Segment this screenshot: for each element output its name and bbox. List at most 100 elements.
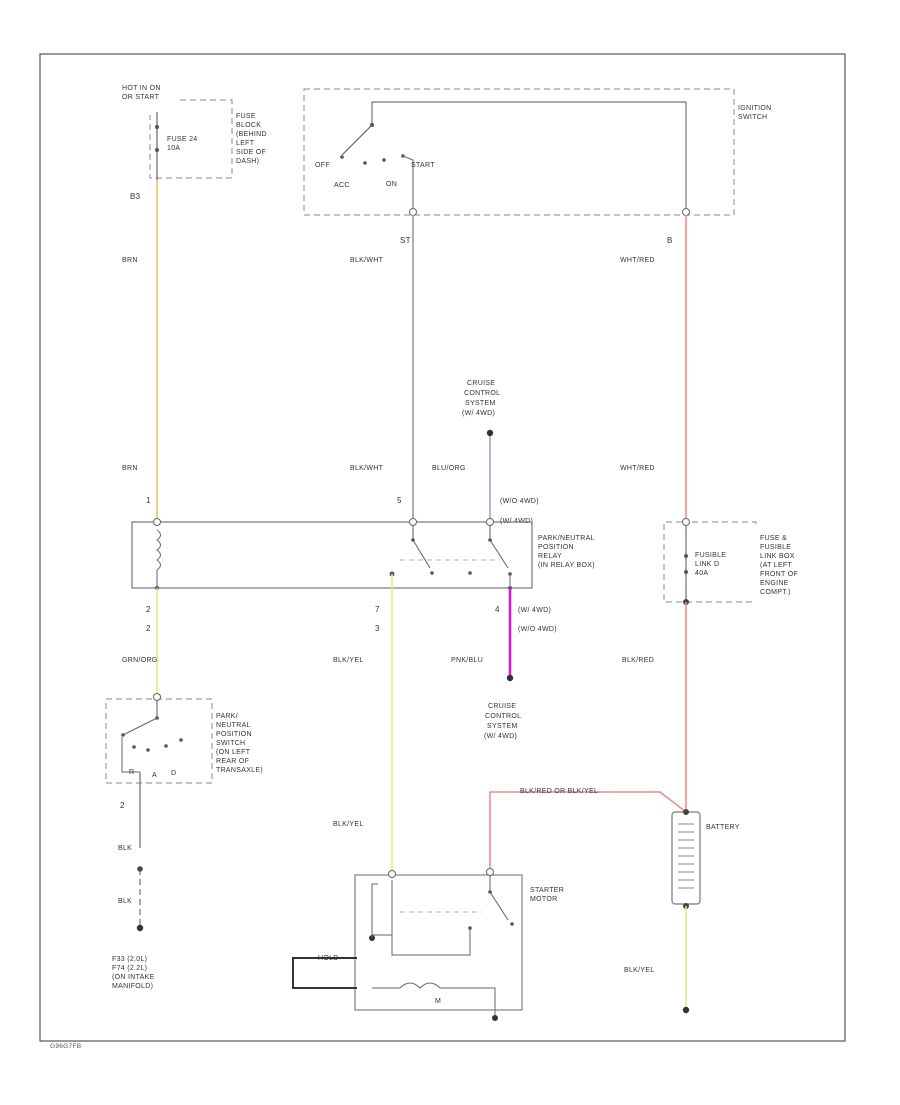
svg-text:PARK/NEUTRAL: PARK/NEUTRAL (538, 535, 595, 542)
wire-label-whtred-mid: WHT/RED (620, 465, 655, 472)
pin-2a: 2 (146, 605, 151, 614)
svg-text:FUSE: FUSE (236, 113, 256, 120)
svg-text:SIDE OF: SIDE OF (236, 149, 266, 156)
wire-label-whtred-top: WHT/RED (620, 257, 655, 264)
svg-text:START: START (411, 162, 435, 169)
svg-text:F74 (2.2L): F74 (2.2L) (112, 965, 147, 972)
wire-label-blkwht-top: BLK/WHT (350, 257, 384, 264)
pin-1: 1 (146, 496, 151, 505)
battery-ground-connector (682, 1006, 690, 1014)
hold-coil-label: HOLD (318, 955, 339, 962)
ground-connector (136, 924, 144, 932)
svg-text:D: D (171, 770, 176, 777)
relay-note-w4wd-b: (W/ 4WD) (518, 607, 551, 614)
pin-5: 5 (397, 496, 402, 505)
wire-label-blkwht-mid: BLK/WHT (350, 465, 384, 472)
figure-id: G96G7FB (50, 1043, 81, 1050)
svg-text:(BEHIND: (BEHIND (236, 131, 267, 138)
cruise-bottom-label: CRUISE CONTROL SYSTEM (W/ 4WD) (484, 703, 521, 740)
park-neutral-switch (105, 693, 213, 848)
svg-text:POSITION: POSITION (538, 544, 574, 551)
ground-label: F33 (2.0L) F74 (2.2L) (ON INTAKE MANIFOL… (112, 956, 155, 990)
svg-text:CRUISE: CRUISE (467, 380, 495, 387)
fusible-link-box (663, 518, 757, 605)
relay-note-wo4wd: (W/O 4WD) (500, 498, 539, 505)
svg-text:10A: 10A (167, 145, 180, 152)
svg-text:CRUISE: CRUISE (488, 703, 516, 710)
svg-text:ON: ON (386, 181, 397, 188)
svg-text:TRANSAXLE): TRANSAXLE) (216, 767, 263, 774)
wire-label-pnkblu: PNK/BLU (451, 657, 483, 664)
svg-text:FUSIBLE: FUSIBLE (695, 552, 726, 559)
wire-label-blkyel-2: BLK/YEL (333, 821, 364, 828)
svg-text:RELAY: RELAY (538, 553, 562, 560)
svg-text:HOT IN ON: HOT IN ON (122, 85, 161, 92)
wire-label-blkyel-3: BLK/YEL (624, 967, 655, 974)
svg-text:FUSE 24: FUSE 24 (167, 136, 198, 143)
cruise-top-label: CRUISE CONTROL SYSTEM (W/ 4WD) (462, 380, 500, 417)
svg-text:(ON LEFT: (ON LEFT (216, 749, 251, 756)
diagram-frame (39, 53, 846, 1042)
svg-text:REAR OF: REAR OF (216, 758, 249, 765)
pin-b3: B3 (130, 192, 141, 201)
svg-text:SWITCH: SWITCH (738, 114, 767, 121)
svg-text:(IN RELAY BOX): (IN RELAY BOX) (538, 562, 595, 569)
svg-text:OFF: OFF (315, 162, 330, 169)
pn-switch-label: PARK/ NEUTRAL POSITION SWITCH (ON LEFT R… (216, 713, 263, 774)
fuse-block-label: FUSE BLOCK (BEHIND LEFT SIDE OF DASH) (236, 113, 267, 165)
starter-motor-label: STARTER MOTOR (530, 887, 564, 903)
pin-b: B (667, 236, 673, 245)
svg-text:(ON INTAKE: (ON INTAKE (112, 974, 155, 981)
svg-text:(AT LEFT: (AT LEFT (760, 562, 793, 569)
wire-label-blk-2: BLK (118, 898, 132, 905)
svg-text:F33 (2.0L): F33 (2.0L) (112, 956, 147, 963)
svg-text:SWITCH: SWITCH (216, 740, 245, 747)
fusible-link-box-label: FUSE & FUSIBLE LINK BOX (AT LEFT FRONT O… (760, 535, 798, 596)
wire-label-grnorg: GRN/ORG (122, 657, 158, 664)
pin-st: ST (400, 236, 411, 245)
wire-label-blkred-or-blkyel: BLK/RED OR BLK/YEL (520, 788, 598, 795)
wire-label-brn-top: BRN (122, 257, 138, 264)
svg-text:A: A (152, 772, 157, 779)
fusible-link-label: FUSIBLE LINK D 40A (695, 552, 726, 577)
pin-4: 4 (495, 605, 500, 614)
svg-text:(W/ 4WD): (W/ 4WD) (462, 410, 495, 417)
cruise-top-connector (486, 429, 494, 437)
svg-text:FRONT OF: FRONT OF (760, 571, 798, 578)
svg-text:ENGINE: ENGINE (760, 580, 789, 587)
svg-text:(W/ 4WD): (W/ 4WD) (484, 733, 517, 740)
ignition-positions: OFF ACC ON START (315, 162, 435, 189)
battery-label: BATTERY (706, 824, 740, 831)
motor-label: M (435, 998, 441, 1005)
svg-text:SYSTEM: SYSTEM (465, 400, 496, 407)
ignition-switch (303, 88, 735, 216)
wire-label-bluorg: BLU/ORG (432, 465, 466, 472)
st-terminal (409, 208, 417, 216)
b-terminal (682, 208, 690, 216)
fuse-block (149, 99, 233, 180)
svg-text:DASH): DASH) (236, 158, 259, 165)
battery (671, 809, 701, 909)
pn-switch-letters: R A D (129, 769, 176, 779)
svg-text:PARK/: PARK/ (216, 713, 238, 720)
ignition-switch-label: IGNITION SWITCH (738, 105, 771, 121)
svg-text:LEFT: LEFT (236, 140, 255, 147)
blk-red-or-blk-yel-wire (489, 791, 687, 868)
svg-text:40A: 40A (695, 570, 708, 577)
pin-2c: 2 (120, 801, 125, 810)
svg-text:SYSTEM: SYSTEM (487, 723, 518, 730)
pin-2b: 2 (146, 624, 151, 633)
svg-text:MOTOR: MOTOR (530, 896, 557, 903)
svg-text:NEUTRAL: NEUTRAL (216, 722, 251, 729)
svg-text:MANIFOLD): MANIFOLD) (112, 983, 153, 990)
wire-label-blkyel-1: BLK/YEL (333, 657, 364, 664)
svg-text:FUSE &: FUSE & (760, 535, 787, 542)
hot-in-on-label: HOT IN ON OR START (122, 85, 161, 101)
relay-label: PARK/NEUTRAL POSITION RELAY (IN RELAY BO… (538, 535, 595, 569)
relay-note-wo4wd-b: (W/O 4WD) (518, 626, 557, 633)
svg-text:CONTROL: CONTROL (464, 390, 500, 397)
svg-text:CONTROL: CONTROL (485, 713, 521, 720)
pin-7: 7 (375, 605, 380, 614)
